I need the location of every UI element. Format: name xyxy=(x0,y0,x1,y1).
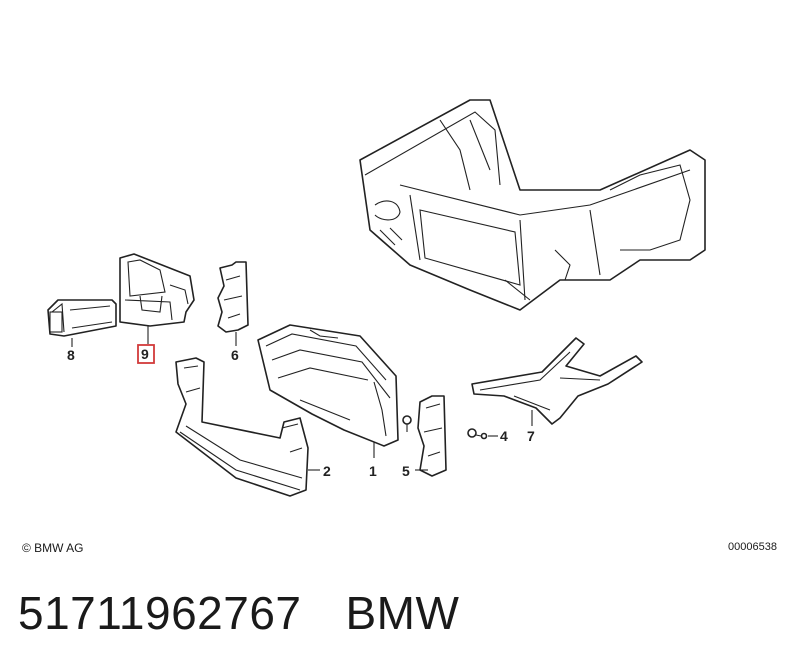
callout-2: 2 xyxy=(323,463,331,479)
callout-5: 5 xyxy=(402,463,410,479)
part-4-screw xyxy=(467,428,488,440)
part-number: 51711962767 xyxy=(18,587,302,639)
brand-name: BMW xyxy=(345,587,460,639)
front-body-structure xyxy=(359,99,706,311)
callout-7: 7 xyxy=(527,428,535,444)
part-5-bracket xyxy=(417,395,447,477)
callout-6: 6 xyxy=(231,347,239,363)
callout-8: 8 xyxy=(67,347,75,363)
copyright-notice: © BMW AG xyxy=(22,541,84,555)
part-6-bracket xyxy=(217,261,249,333)
callout-4: 4 xyxy=(500,428,508,444)
part-1-duct xyxy=(257,324,399,447)
callout-9-highlight-box xyxy=(137,344,155,364)
part-7-support xyxy=(471,337,643,425)
part-2-deflector xyxy=(175,357,309,497)
part-9-air-guide xyxy=(119,253,195,327)
callout-9: 9 xyxy=(141,346,149,362)
image-number: 00006538 xyxy=(728,541,777,553)
callout-1: 1 xyxy=(369,463,377,479)
part-8-air-duct xyxy=(47,299,117,337)
caption: 51711962767 BMW xyxy=(18,586,503,640)
fastener-clip xyxy=(402,415,412,432)
